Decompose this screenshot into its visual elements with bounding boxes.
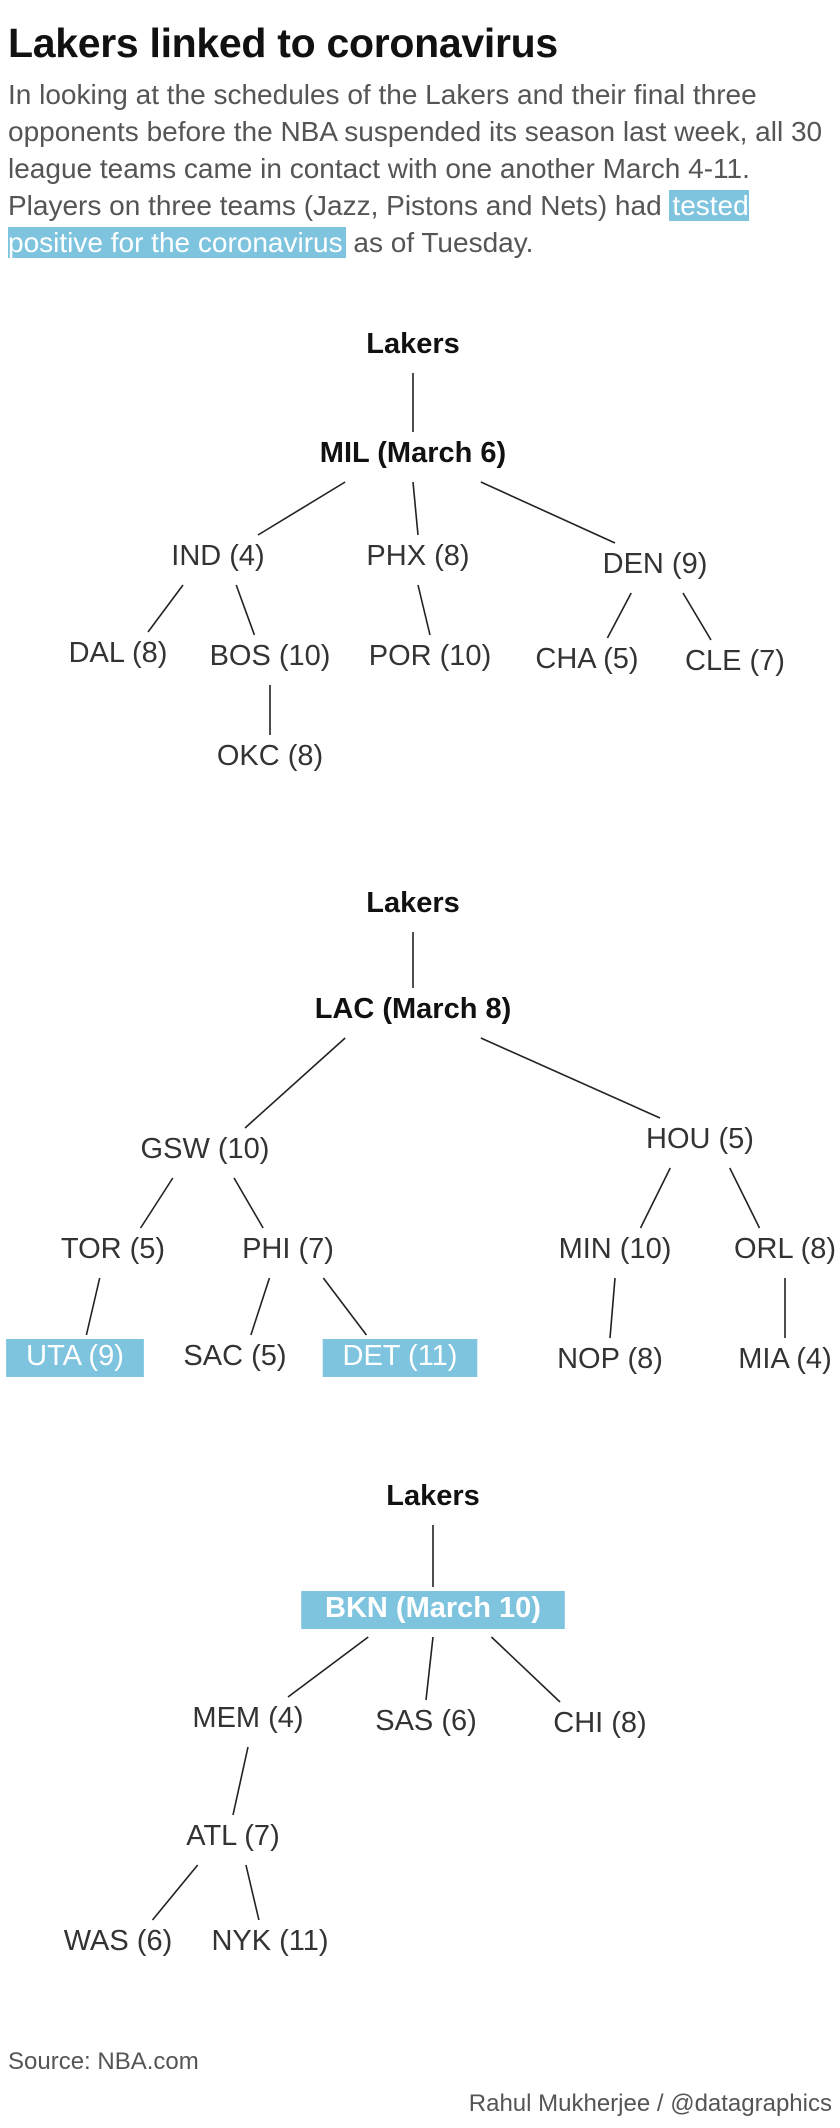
node-root: Lakers [366, 328, 460, 360]
connector-hou-orl [729, 1167, 761, 1229]
node-orl: ORL (8) [734, 1233, 836, 1265]
node-mil: MIL (March 6) [320, 437, 506, 469]
node-phx: PHX (8) [366, 540, 469, 572]
node-por: POR (10) [369, 640, 491, 672]
node-atl: ATL (7) [186, 1820, 279, 1852]
highlight-box-uta [6, 1339, 144, 1377]
intro-text-end: as of Tuesday. [345, 227, 534, 258]
connector-phx-por [417, 584, 431, 636]
connector-atl-nyk [245, 1864, 260, 1921]
connector-den-cha [606, 592, 632, 639]
connector-phi-sac [250, 1277, 271, 1336]
node-phi: PHI (7) [242, 1233, 334, 1265]
node-cle: CLE (7) [685, 645, 785, 677]
connector-lac-gsw [244, 1037, 346, 1129]
node-tor: TOR (5) [61, 1233, 165, 1265]
connector-mil-phx [412, 481, 419, 536]
connector-hou-min [639, 1167, 671, 1229]
connector-gsw-tor [139, 1177, 174, 1229]
connector-tor-uta [85, 1277, 101, 1336]
node-lac: LAC (March 8) [315, 993, 512, 1025]
node-chi: CHI (8) [553, 1707, 646, 1739]
node-cha: CHA (5) [535, 643, 638, 675]
connector-ind-bos [235, 584, 256, 636]
node-mia: MIA (4) [738, 1343, 831, 1375]
connector-mil-ind [257, 481, 346, 536]
source-note: Source: NBA.com [8, 2048, 199, 2075]
intro-text-start: In looking at the schedules of the Laker… [8, 79, 823, 221]
node-bos: BOS (10) [210, 640, 331, 672]
node-mem: MEM (4) [192, 1702, 303, 1734]
highlight-box-det [322, 1339, 478, 1377]
connector-min-nop [609, 1277, 616, 1339]
node-gsw: GSW (10) [141, 1133, 270, 1165]
connector-bkn-mem [287, 1636, 369, 1698]
intro-text: In looking at the schedules of the Laker… [8, 76, 836, 261]
connector-bkn-chi [490, 1636, 561, 1703]
connector-mil-den [480, 481, 616, 544]
node-bkn: BKN (March 10) [325, 1592, 541, 1624]
connector-den-cle [682, 592, 712, 641]
node-root: Lakers [386, 1480, 480, 1512]
node-dal: DAL (8) [69, 637, 168, 669]
node-uta: UTA (9) [26, 1340, 124, 1372]
chart-title: Lakers linked to coronavirus [8, 20, 558, 66]
connector-ind-dal [147, 584, 184, 633]
node-den: DEN (9) [603, 548, 708, 580]
node-min: MIN (10) [559, 1233, 672, 1265]
connector-atl-was [151, 1864, 199, 1921]
connector-bkn-sas [425, 1636, 434, 1701]
node-sas: SAS (6) [375, 1705, 477, 1737]
connector-mem-atl [232, 1746, 249, 1816]
node-root: Lakers [366, 887, 460, 919]
connector-lac-hou [480, 1037, 661, 1119]
node-sac: SAC (5) [183, 1340, 286, 1372]
node-okc: OKC (8) [217, 740, 323, 772]
node-was: WAS (6) [64, 1925, 172, 1957]
node-nop: NOP (8) [557, 1343, 663, 1375]
credit-line: Rahul Mukherjee / @datagraphics [468, 2090, 832, 2117]
node-ind: IND (4) [171, 540, 264, 572]
connector-phi-det [322, 1277, 368, 1336]
node-nyk: NYK (11) [211, 1925, 328, 1957]
node-hou: HOU (5) [646, 1123, 754, 1155]
connector-gsw-phi [233, 1177, 264, 1229]
highlight-box-bkn [301, 1591, 565, 1629]
node-det: DET (11) [343, 1340, 458, 1372]
